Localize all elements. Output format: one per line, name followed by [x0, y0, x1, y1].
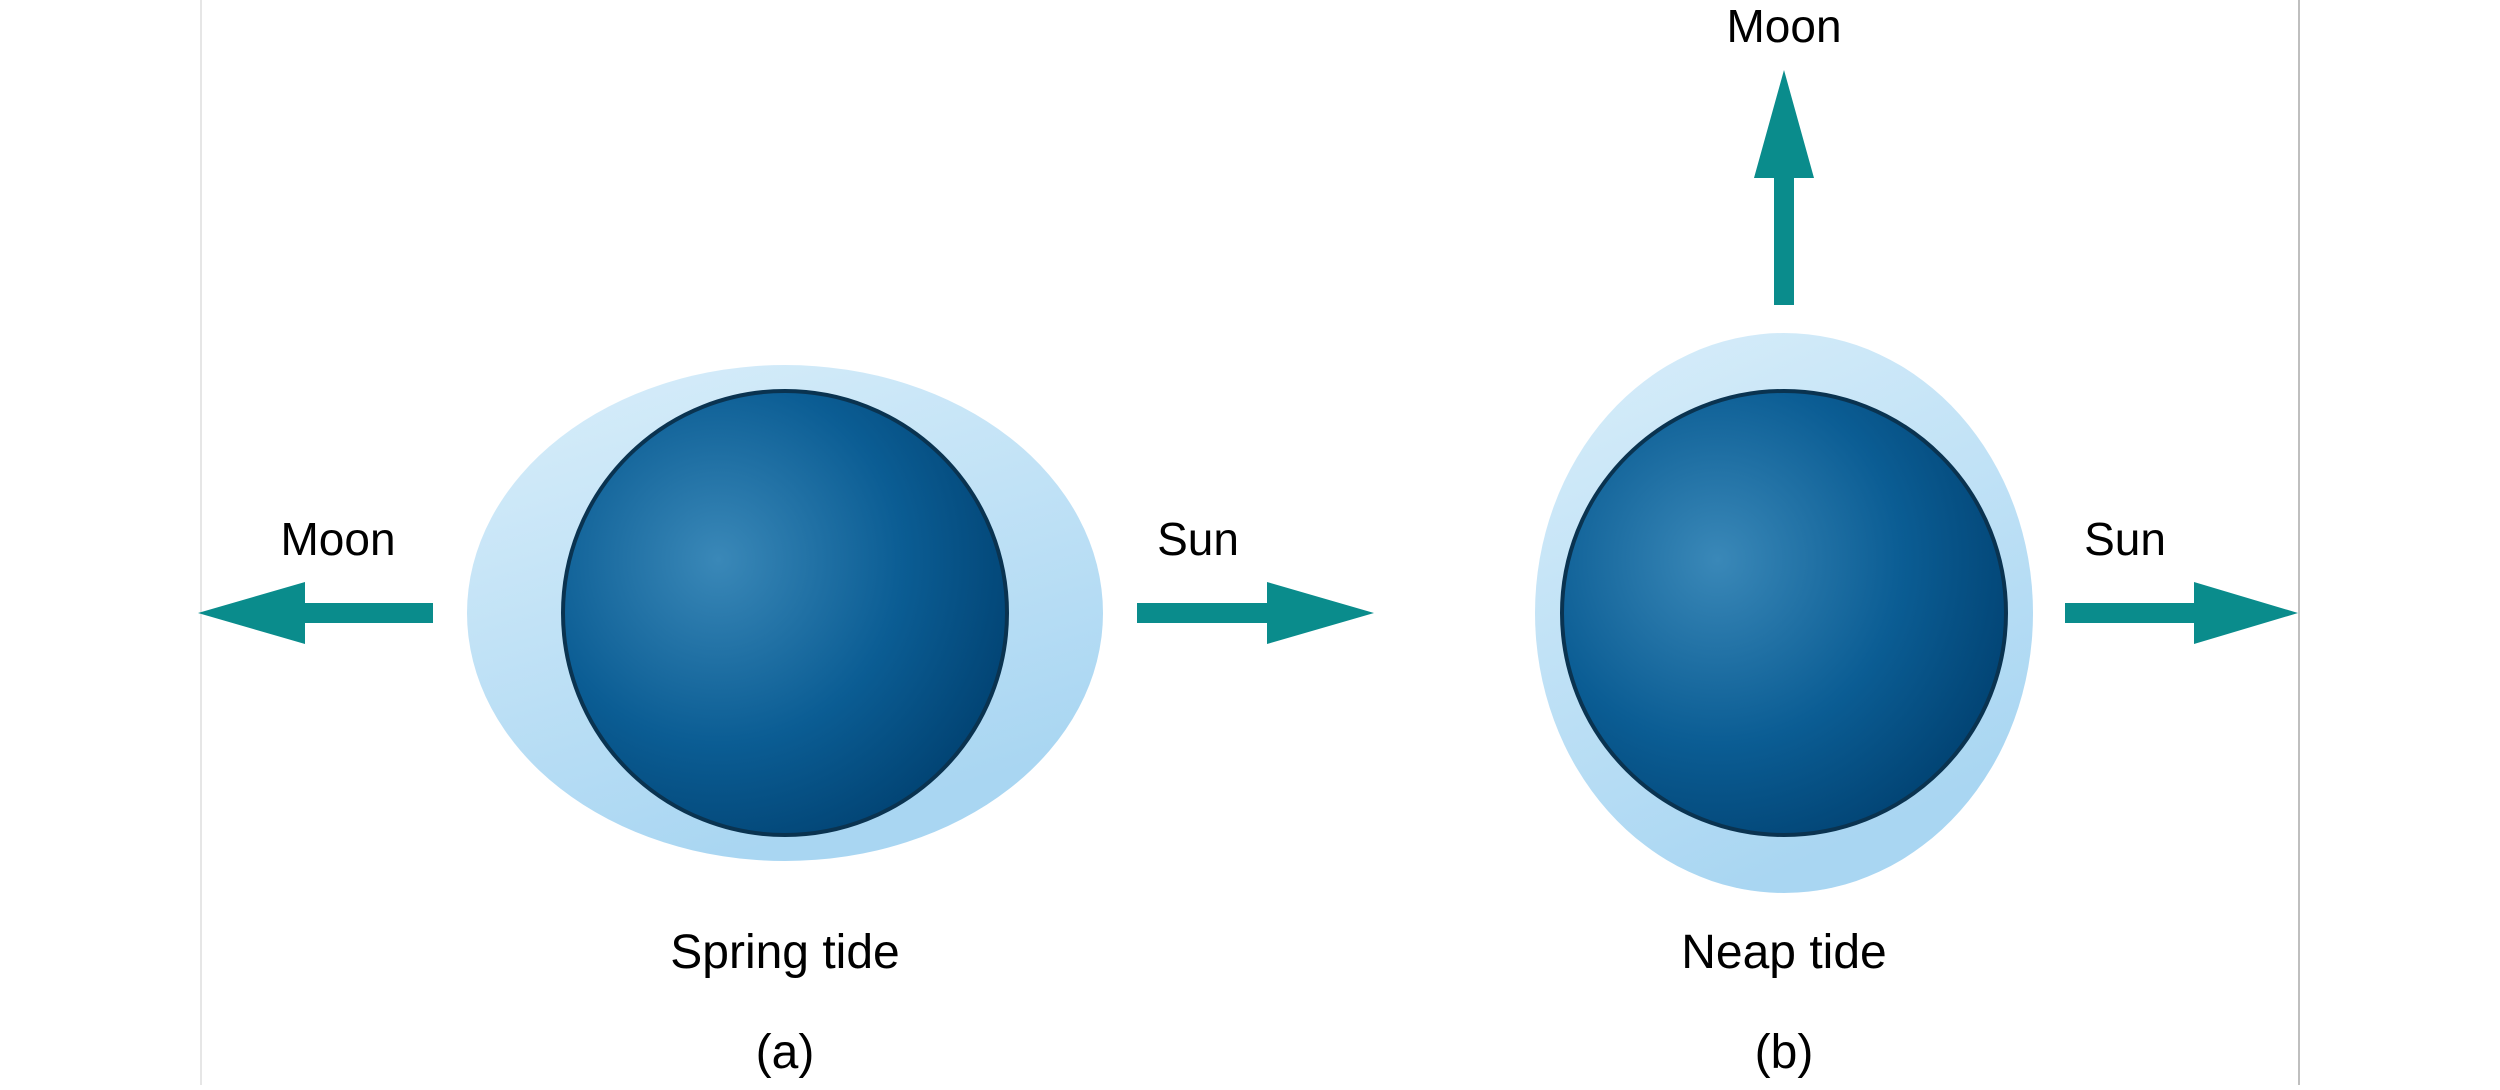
spring-tide-sun-label: Sun — [1157, 513, 1239, 565]
spring-tide-panel: Moon Sun Spring tide (a) — [198, 365, 1374, 1079]
arrow-left-icon — [198, 582, 433, 644]
panel-b-letter: (b) — [1755, 1026, 1814, 1079]
arrow-up-icon — [1754, 70, 1814, 305]
neap-tide-panel: Moon Sun Neap tide (b) — [1535, 0, 2298, 1079]
neap-tide-moon-label: Moon — [1726, 0, 1841, 52]
neap-tide-earth — [1560, 389, 2008, 837]
neap-tide-sun-label: Sun — [2084, 513, 2166, 565]
panel-a-letter: (a) — [756, 1026, 815, 1079]
neap-tide-title: Neap tide — [1681, 926, 1886, 979]
spring-tide-earth — [561, 389, 1009, 837]
spring-tide-title: Spring tide — [670, 926, 899, 979]
arrow-right-icon — [2065, 582, 2298, 644]
spring-tide-moon-label: Moon — [280, 513, 395, 565]
arrow-right-icon — [1137, 582, 1374, 644]
